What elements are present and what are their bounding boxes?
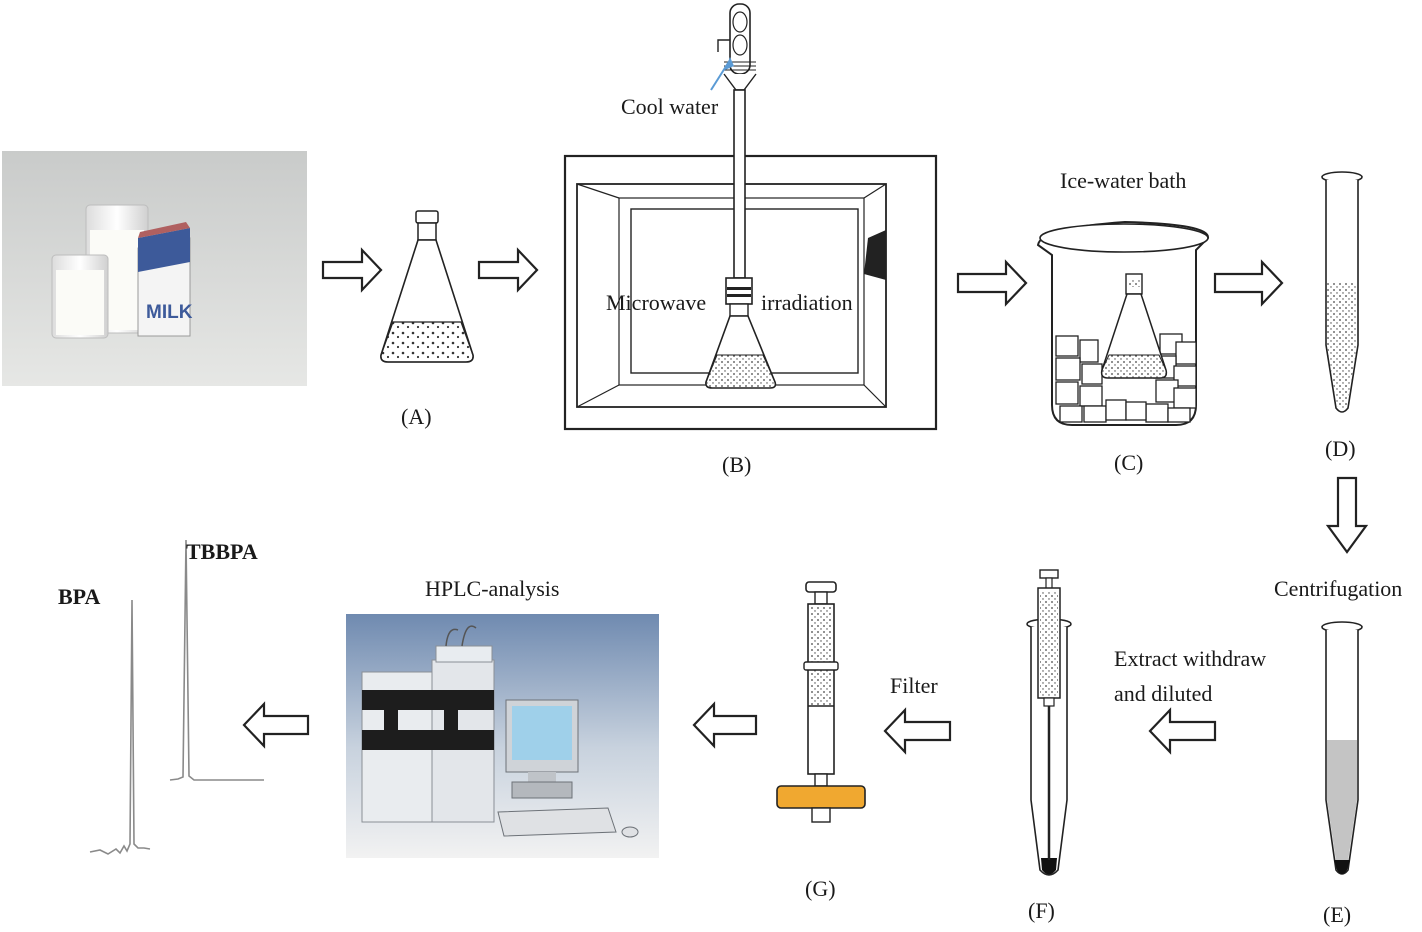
flask-a [380,210,474,363]
tube-d [1321,171,1363,413]
filter-label: Filter [890,673,938,698]
irradiation-label: irradiation [761,290,853,315]
chromatogram [89,539,264,855]
step-a-label: (A) [401,404,432,429]
milk-carton-text: MILK [146,302,193,323]
arrow-left-4 [242,701,310,749]
tbbpa-trace [169,539,264,781]
step-c-label: (C) [1114,450,1143,475]
bpa-trace [89,599,151,855]
extract-withdraw-label: Extract withdraw [1114,646,1266,671]
condenser [710,3,757,279]
step-d-label: (D) [1325,436,1356,461]
hplc-photo [346,614,659,858]
step-b-label: (B) [722,452,751,477]
centrifugation-label: Centrifugation [1274,576,1402,601]
hplc-analysis-label: HPLC-analysis [425,576,559,601]
and-diluted-label: and diluted [1114,681,1212,706]
microwave-label: Microwave [606,290,706,315]
arrow-right-2 [477,247,539,293]
ice-water-bath-label: Ice-water bath [1060,168,1186,193]
flask-b [705,277,777,389]
ice-water-bath [1036,220,1209,426]
step-g-label: (G) [805,876,836,901]
arrow-left-2 [883,707,952,755]
arrow-right-3 [956,259,1028,307]
arrow-right-4 [1213,259,1284,307]
arrow-left-3 [692,701,758,749]
arrow-down [1325,476,1369,554]
bpa-label: BPA [58,584,100,609]
tube-e [1321,621,1363,875]
cool-water-label: Cool water [621,94,719,119]
step-f-label: (F) [1028,898,1055,923]
arrow-left-1 [1148,707,1217,755]
syringe-f [1037,569,1061,860]
milk-photo: MILK [2,151,307,386]
arrow-right-1 [321,247,383,293]
step-e-label: (E) [1323,902,1351,927]
tbbpa-label: TBBPA [186,539,258,564]
syringe-filter-g [776,581,866,823]
